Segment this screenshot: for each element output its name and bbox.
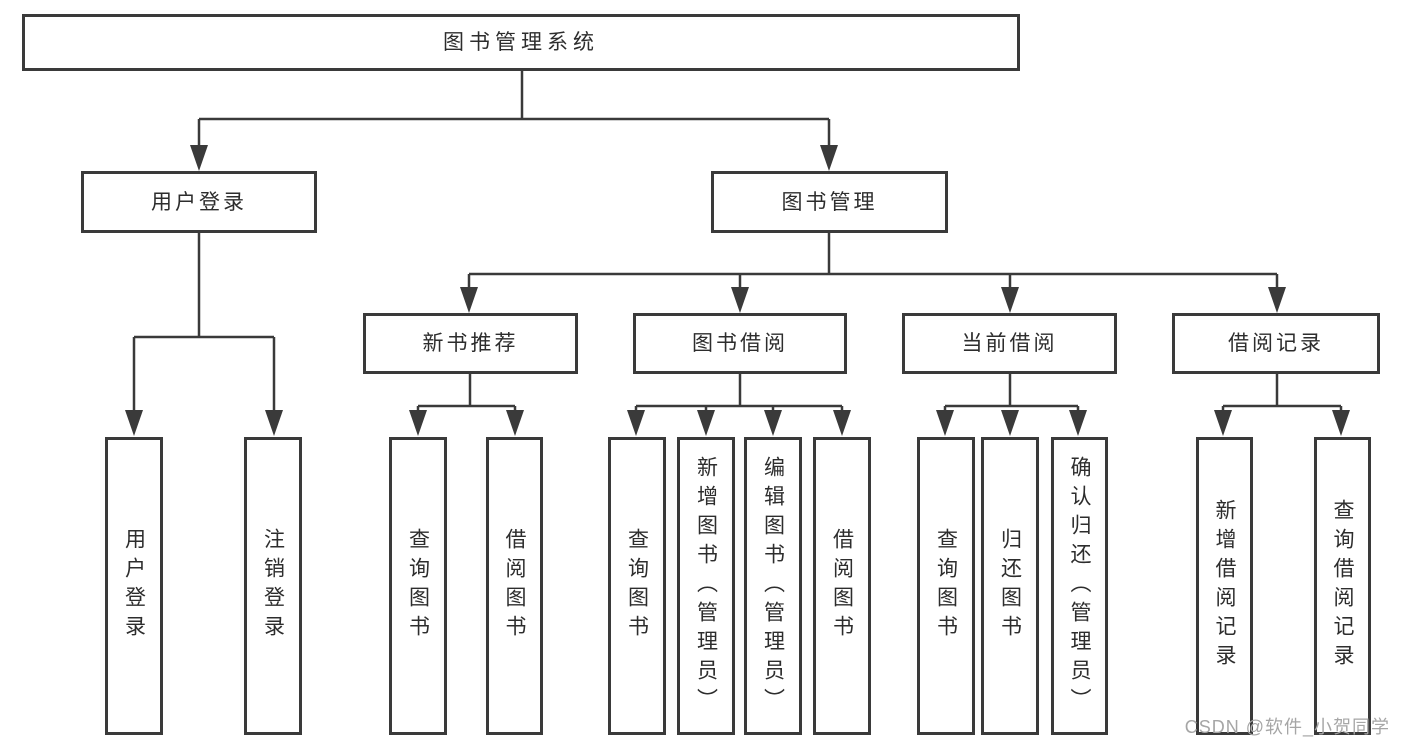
node-book-management: 图书管理 — [711, 171, 948, 233]
leaf-query-books-3: 查询图书 — [917, 437, 975, 735]
node-borrow-records: 借阅记录 — [1172, 313, 1380, 374]
leaf-query-books-1: 查询图书 — [389, 437, 447, 735]
leaf-edit-book-admin: 编辑图书（管理员） — [744, 437, 802, 735]
leaf-borrow-books-2: 借阅图书 — [813, 437, 871, 735]
node-book-borrow: 图书借阅 — [633, 313, 847, 374]
leaf-user-login: 用户登录 — [105, 437, 163, 735]
leaf-return-book: 归还图书 — [981, 437, 1039, 735]
watermark: CSDN @软件_小贺同学 — [1184, 717, 1390, 737]
arrowheads — [125, 145, 1350, 436]
node-current-borrow: 当前借阅 — [902, 313, 1117, 374]
leaf-query-borrow-record: 查询借阅记录 — [1314, 437, 1371, 735]
leaf-add-book-admin: 新增图书（管理员） — [677, 437, 735, 735]
leaf-logout: 注销登录 — [244, 437, 302, 735]
node-root: 图书管理系统 — [22, 14, 1020, 71]
leaf-confirm-return-admin: 确认归还（管理员） — [1051, 437, 1108, 735]
leaf-add-borrow-record: 新增借阅记录 — [1196, 437, 1253, 735]
node-user-login: 用户登录 — [81, 171, 317, 233]
leaf-query-books-2: 查询图书 — [608, 437, 666, 735]
leaf-borrow-books-1: 借阅图书 — [486, 437, 543, 735]
node-new-book-recommend: 新书推荐 — [363, 313, 578, 374]
